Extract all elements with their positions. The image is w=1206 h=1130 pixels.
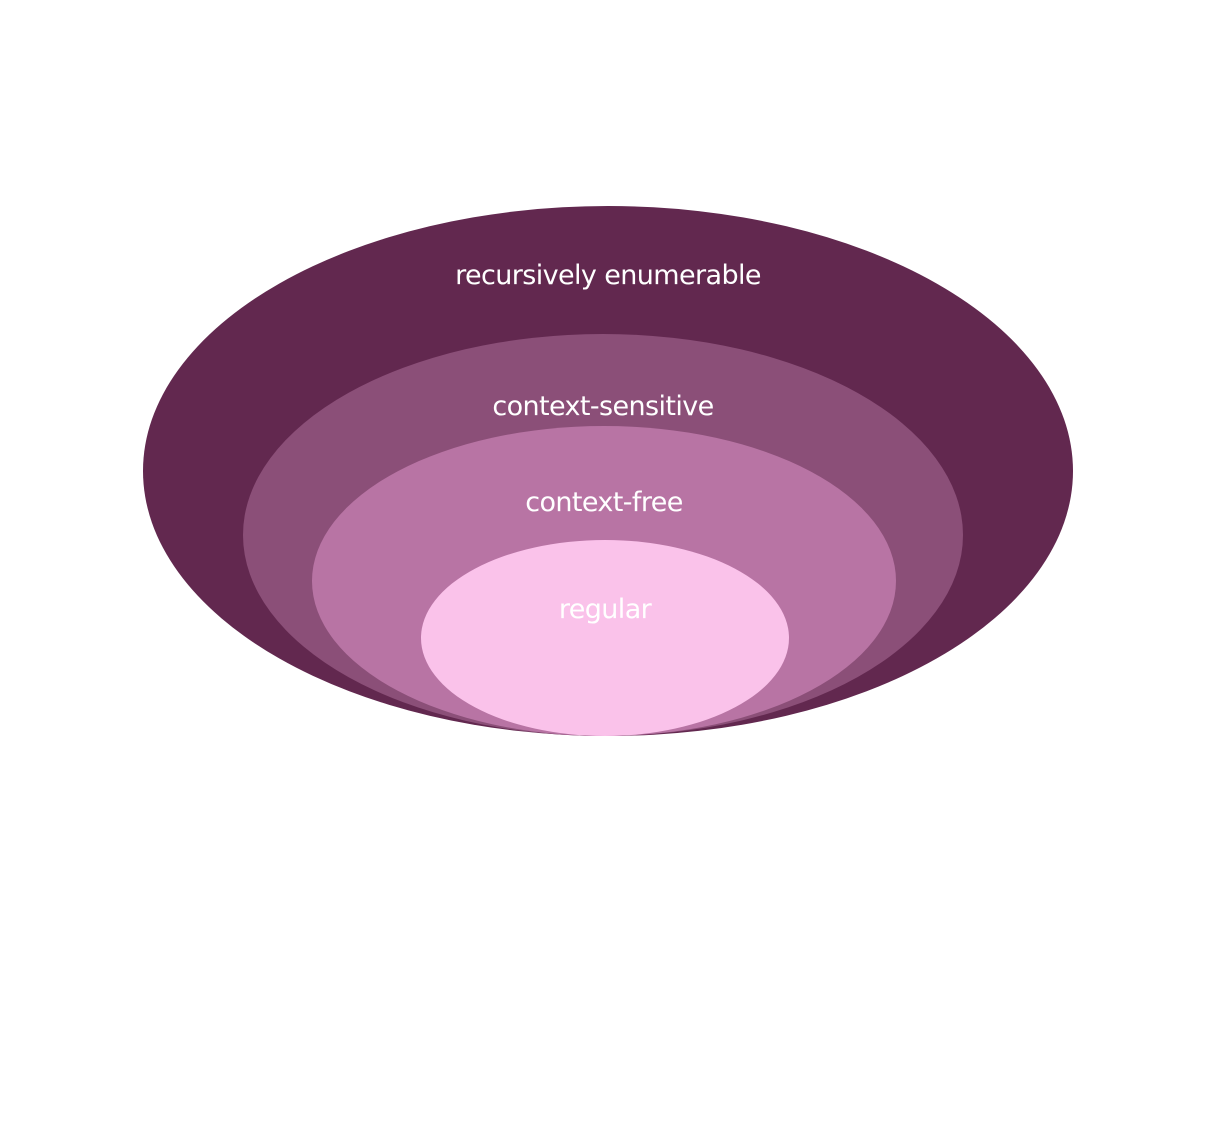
context-sensitive-label: context-sensitive	[492, 391, 713, 422]
regular-label: regular	[559, 594, 653, 625]
recursively-enumerable-label: recursively enumerable	[455, 260, 761, 291]
context-free-label: context-free	[525, 487, 683, 518]
regular-ellipse	[421, 540, 789, 736]
